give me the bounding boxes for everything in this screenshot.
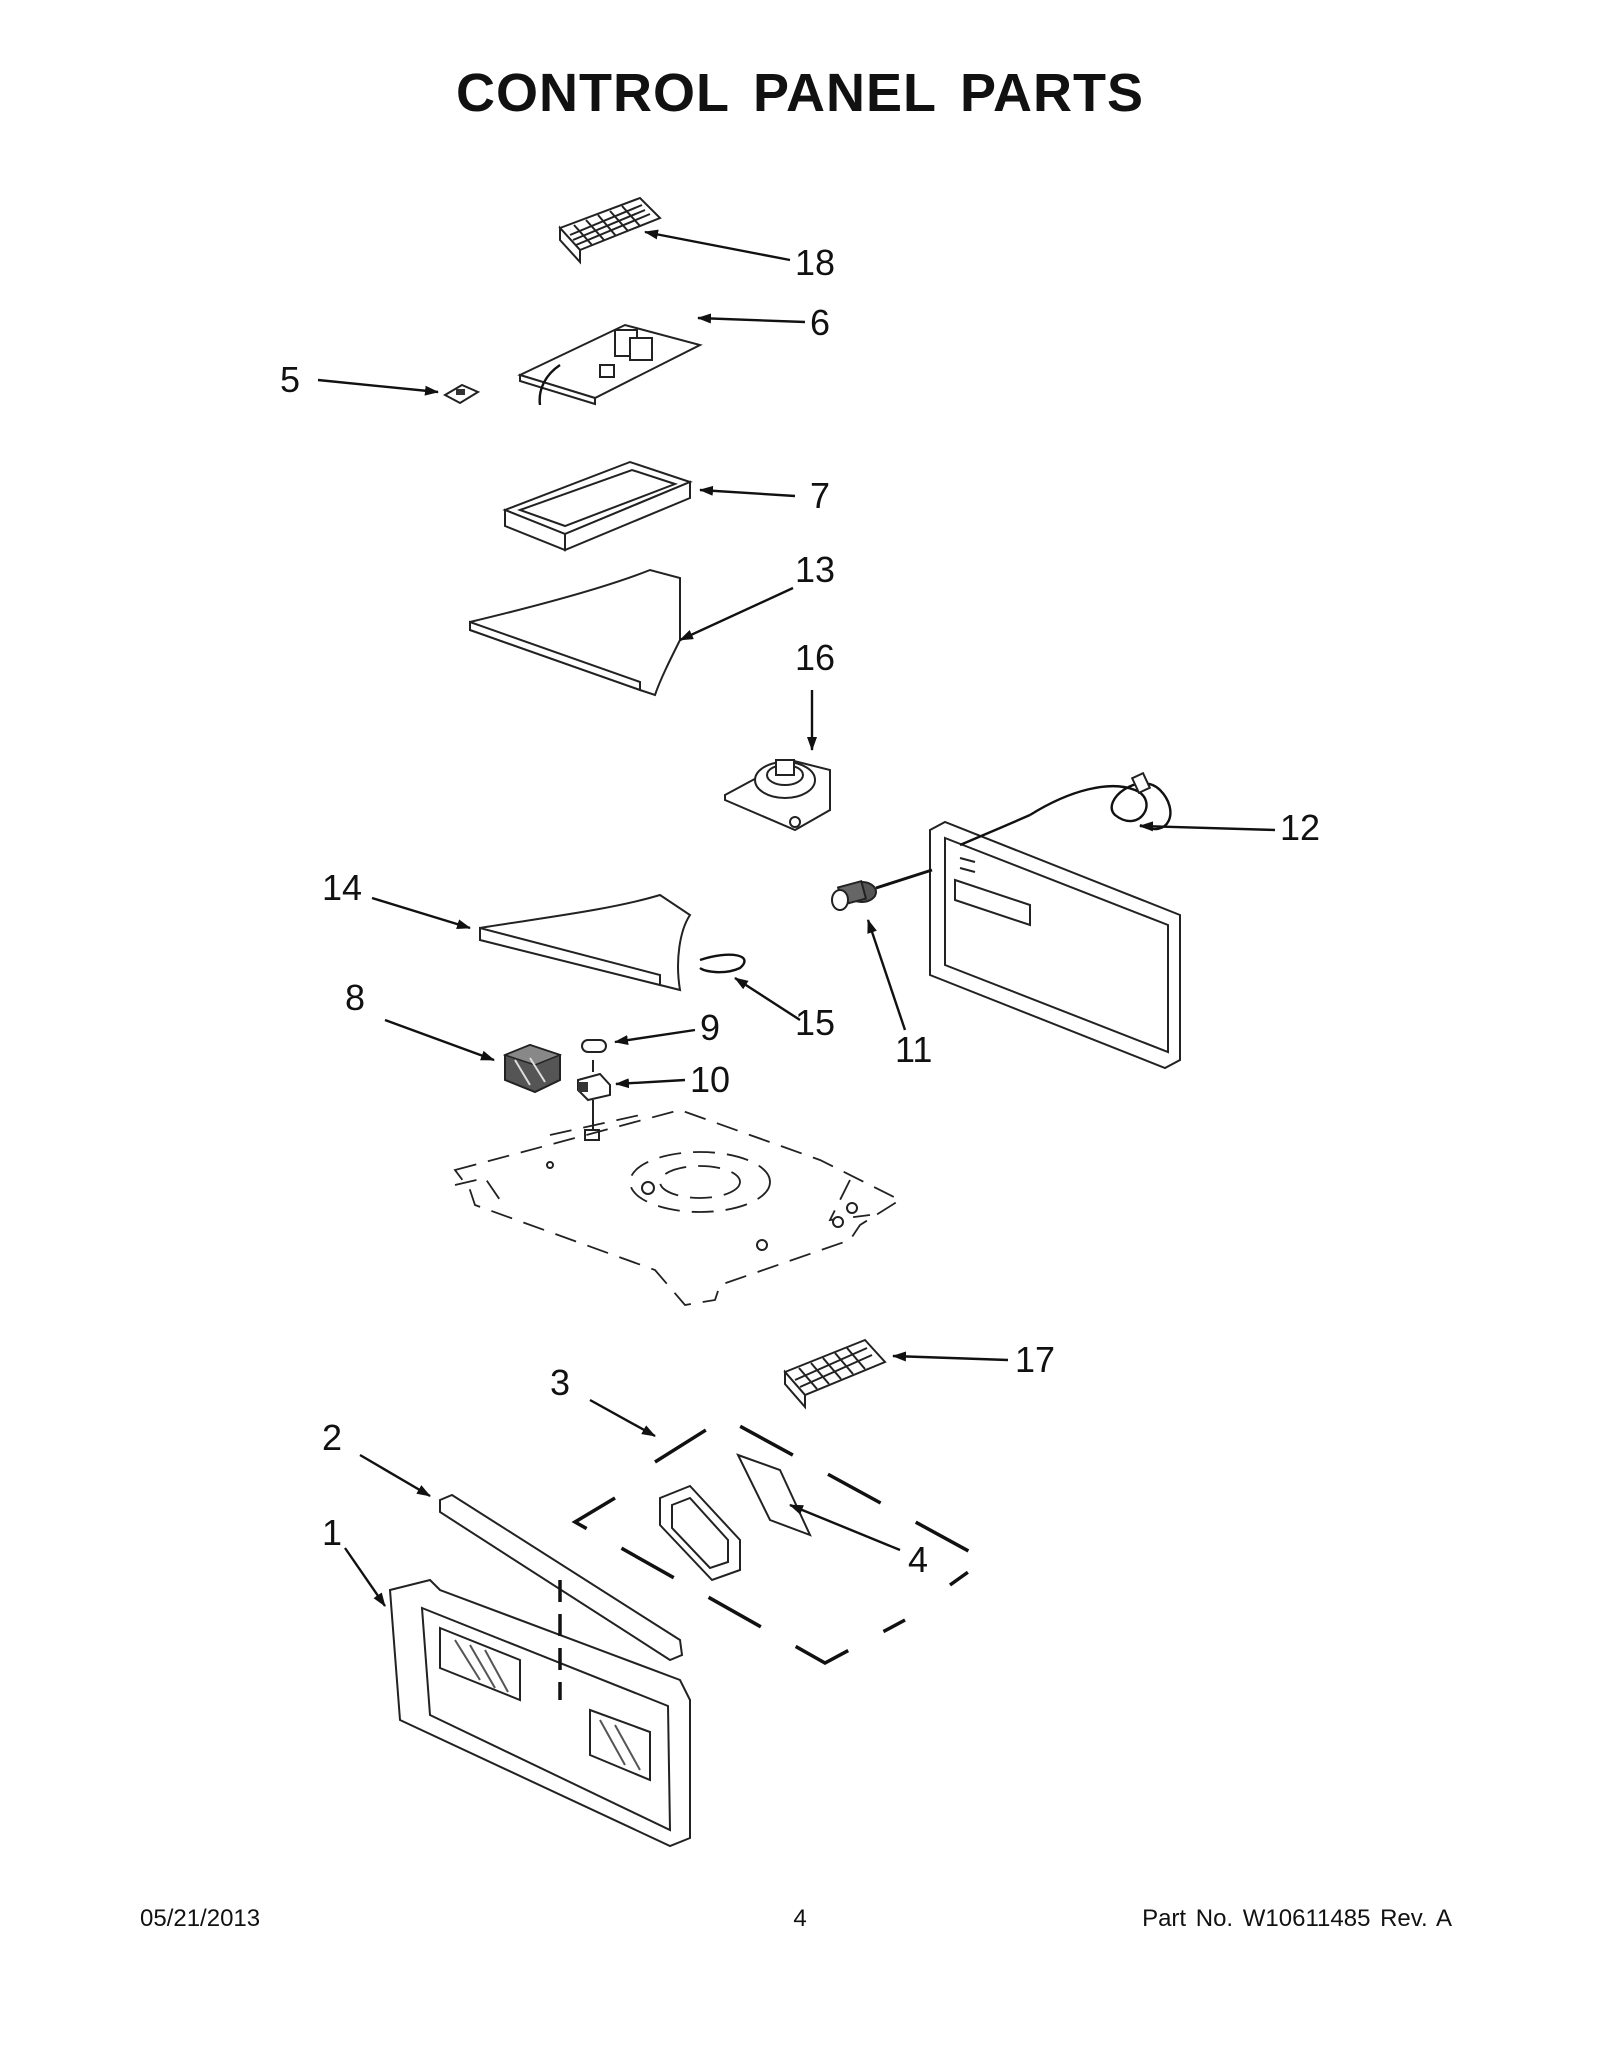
callout-4: 4 [908,1539,928,1580]
part-7-tray [502,460,796,552]
callout-13: 13 [795,549,835,590]
part-12-panel-frame [929,771,1276,1070]
callout-6: 6 [810,302,830,343]
part-1-control-panel [344,1547,691,1848]
callout-16: 16 [795,637,835,678]
callout-labels: 1 2 3 4 5 6 7 8 9 10 11 12 13 14 15 16 1… [280,242,1320,1580]
part-4-display [659,1453,901,1582]
part-2-trim-strip [359,1453,684,1662]
callout-2: 2 [322,1417,342,1458]
callout-15: 15 [795,1002,835,1043]
part-3-display-kit [571,1398,989,1665]
callout-18: 18 [795,242,835,283]
part-6-control-board [517,313,806,406]
page-title: CONTROL PANEL PARTS [455,63,1145,123]
footer-date: 05/21/2013 [140,1905,261,1932]
callout-11: 11 [895,1029,932,1070]
part-18-ribbon-connector [558,196,791,265]
part-10-fuse-holder [577,1060,686,1141]
callout-9: 9 [700,1007,720,1048]
chassis-outline [453,1109,902,1306]
callout-3: 3 [550,1362,570,1403]
callout-10: 10 [690,1059,730,1100]
callout-12: 12 [1280,807,1320,848]
part-8-relay [384,1018,563,1094]
part-17-ribbon-connector [783,1338,1009,1410]
callout-14: 14 [322,867,362,908]
part-16-blower [724,690,831,832]
footer-part-number: Part No. W10611485 Rev. A [1142,1905,1452,1932]
callout-17: 17 [1015,1339,1055,1380]
footer-page-number: 4 [793,1905,807,1932]
part-14-baffle [371,893,692,992]
callout-7: 7 [810,475,830,516]
part-9-fuse [581,1028,696,1053]
part-13-baffle [469,568,794,697]
callout-1: 1 [322,1512,342,1553]
part-5-clip [317,378,481,405]
callout-8: 8 [345,977,365,1018]
callout-5: 5 [280,359,300,400]
part-11-filter [831,868,933,1031]
part-15-wire [699,953,801,1022]
